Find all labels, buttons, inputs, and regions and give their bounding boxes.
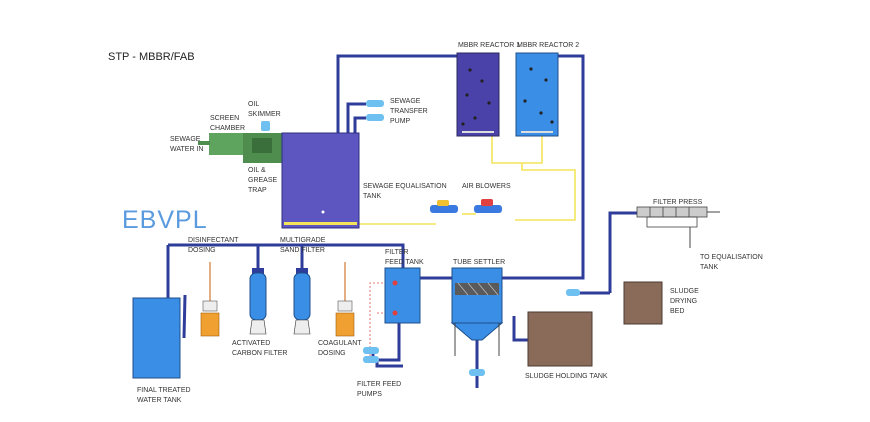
screen-chamber	[198, 133, 283, 163]
final-tank-label-2: WATER TANK	[137, 397, 182, 404]
air-blower-1	[430, 200, 458, 213]
transfer-pump-label-1: SEWAGE	[390, 98, 421, 105]
watermark-text: EBVPL	[122, 206, 208, 234]
mbbr-reactor-1	[456, 52, 500, 137]
filter-feed-pumps-label-2: PUMPS	[357, 391, 382, 398]
coagulant-label-2: DOSING	[318, 350, 346, 357]
filter-feed-tank-label-1: FILTER	[385, 249, 409, 256]
multigrade-label-2: SAND FILTER	[280, 247, 325, 254]
mbbr-reactor-1-label: MBBR REACTOR 1	[458, 42, 520, 49]
filter-feed-tank-label-2: FEED TANK	[385, 259, 424, 266]
screen-chamber-label-1: SCREEN	[210, 115, 239, 122]
sludge-holding-tank	[527, 311, 593, 367]
air-line-network	[284, 136, 576, 225]
sludge-drying-bed	[623, 281, 663, 325]
multigrade-sand-filter	[293, 268, 311, 335]
oil-trap-label-2: GREASE	[248, 177, 278, 184]
mbbr-reactor-2	[515, 52, 559, 137]
sewage-in-label-2: WATER IN	[170, 146, 203, 153]
carbon-filter-label-2: CARBON FILTER	[232, 350, 288, 357]
oil-skimmer-label-1: OIL	[248, 101, 259, 108]
tube-settler-label: TUBE SETTLER	[453, 259, 505, 266]
coagulant-dosing-tank	[335, 300, 355, 337]
filter-feed-pumps	[363, 347, 379, 363]
sludge-drying-label-3: BED	[670, 308, 684, 315]
final-treated-water-tank	[132, 297, 181, 379]
transfer-pump-label-2: TRANSFER	[390, 108, 428, 115]
filter-press	[636, 206, 720, 248]
disinfectant-label-1: DISINFECTANT	[188, 237, 239, 244]
dosing-lines	[209, 262, 346, 305]
to-equalisation-label-1: TO EQUALISATION	[700, 254, 763, 261]
oil-trap-label-3: TRAP	[248, 187, 267, 194]
filter-feed-pumps-label-1: FILTER FEED	[357, 381, 401, 388]
screen-chamber-label-2: CHAMBER	[210, 125, 245, 132]
coagulant-label-1: COAGULANT	[318, 340, 362, 347]
disinfectant-dosing-tank	[200, 300, 220, 337]
filter-press-label: FILTER PRESS	[653, 199, 703, 206]
activated-carbon-filter	[249, 268, 267, 335]
filter-feed-tank	[384, 267, 421, 324]
diagram-title: STP - MBBR/FAB	[108, 51, 195, 63]
equalisation-tank-label-1: SEWAGE EQUALISATION	[363, 183, 447, 190]
sewage-equalisation-tank	[281, 132, 360, 229]
final-tank-label-1: FINAL TREATED	[137, 387, 191, 394]
sludge-drying-label-2: DRYING	[670, 298, 697, 305]
multigrade-label-1: MULTIGRADE	[280, 237, 326, 244]
oil-skimmer	[261, 121, 270, 131]
transfer-pump-label-3: PUMP	[390, 118, 411, 125]
air-blower-2	[474, 199, 502, 213]
disinfectant-label-2: DOSING	[188, 247, 216, 254]
oil-trap-label-1: OIL &	[248, 167, 266, 174]
tube-settler	[450, 267, 504, 356]
sludge-drying-label-1: SLUDGE	[670, 288, 699, 295]
carbon-filter-label-1: ACTIVATED	[232, 340, 270, 347]
equalisation-tank-label-2: TANK	[363, 193, 381, 200]
sludge-holding-label: SLUDGE HOLDING TANK	[525, 373, 608, 380]
oil-skimmer-label-2: SKIMMER	[248, 111, 281, 118]
air-blowers-label: AIR BLOWERS	[462, 183, 511, 190]
sludge-pump	[469, 369, 485, 376]
sewage-transfer-pump	[366, 100, 384, 121]
sewage-in-label-1: SEWAGE	[170, 136, 201, 143]
to-equalisation-label-2: TANK	[700, 264, 718, 271]
mbbr-reactor-2-label: MBBR REACTOR 2	[517, 42, 579, 49]
sludge-transfer-pump	[566, 289, 580, 296]
